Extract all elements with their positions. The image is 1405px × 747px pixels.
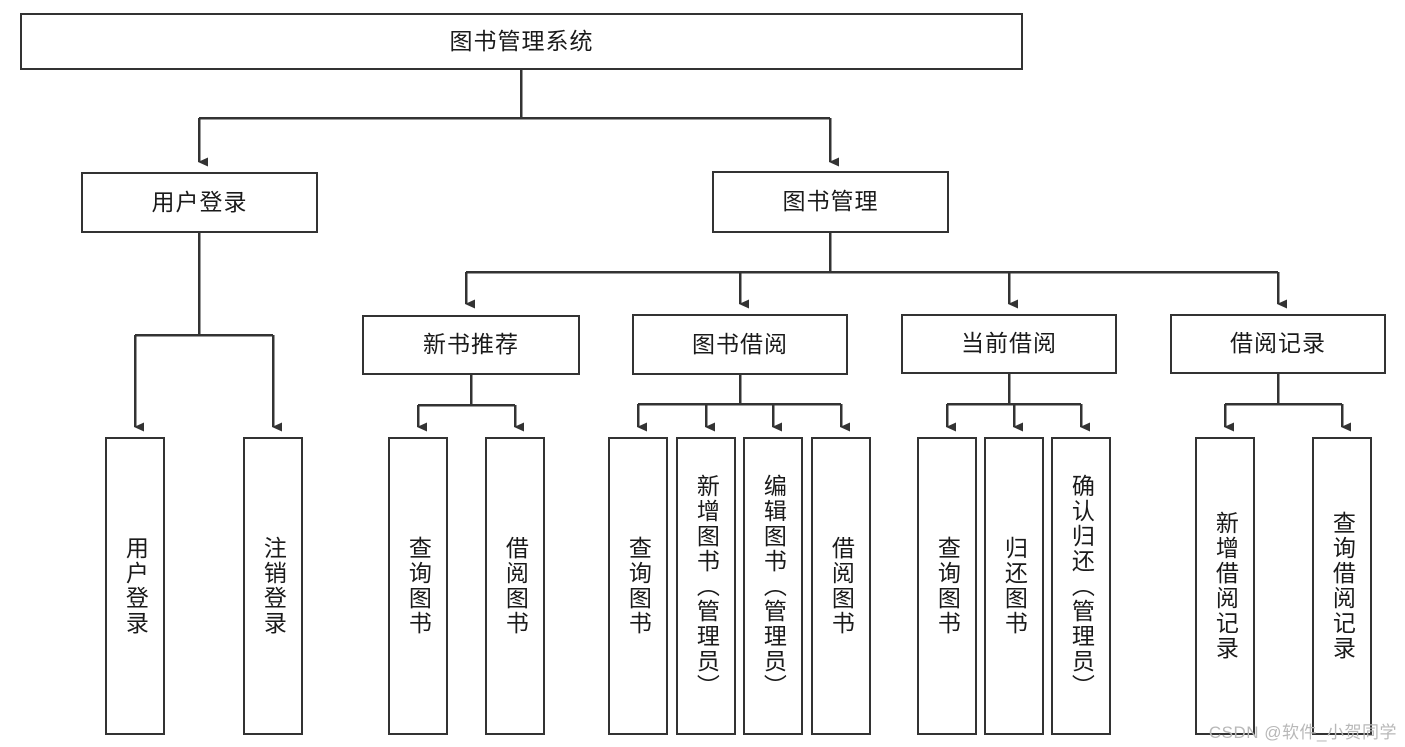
node-leaf-add-record[interactable]: 新增借阅记录: [1195, 437, 1255, 735]
node-leaf-edit-book[interactable]: 编辑图书（管理员）: [743, 437, 803, 735]
node-leaf-query-book-3-label: 查询图书: [934, 536, 961, 636]
node-leaf-confirm-return-label: 确认归还（管理员）: [1068, 473, 1095, 699]
watermark: CSDN @软件_小贺同学: [1208, 723, 1397, 742]
node-root[interactable]: 图书管理系统: [20, 13, 1023, 70]
node-user-login[interactable]: 用户登录: [81, 172, 318, 233]
node-leaf-add-record-label: 新增借阅记录: [1212, 511, 1239, 661]
node-borrow-record[interactable]: 借阅记录: [1170, 314, 1386, 374]
node-leaf-logout[interactable]: 注销登录: [243, 437, 303, 735]
node-leaf-query-book-1[interactable]: 查询图书: [388, 437, 448, 735]
node-leaf-confirm-return[interactable]: 确认归还（管理员）: [1051, 437, 1111, 735]
node-leaf-query-book-1-label: 查询图书: [405, 536, 432, 636]
node-leaf-user-login[interactable]: 用户登录: [105, 437, 165, 735]
node-leaf-query-book-2-label: 查询图书: [625, 536, 652, 636]
node-leaf-add-book-label: 新增图书（管理员）: [693, 473, 720, 699]
node-leaf-query-record-label: 查询借阅记录: [1329, 511, 1356, 661]
node-leaf-query-record[interactable]: 查询借阅记录: [1312, 437, 1372, 735]
node-leaf-add-book[interactable]: 新增图书（管理员）: [676, 437, 736, 735]
node-leaf-return-book-label: 归还图书: [1001, 536, 1028, 636]
node-leaf-logout-label: 注销登录: [260, 536, 287, 636]
node-current-borrow-label: 当前借阅: [961, 330, 1057, 357]
node-user-login-label: 用户登录: [151, 188, 248, 215]
node-root-label: 图书管理系统: [449, 27, 594, 54]
node-leaf-query-book-2[interactable]: 查询图书: [608, 437, 668, 735]
node-leaf-borrow-book-1-label: 借阅图书: [502, 536, 529, 636]
node-leaf-query-book-3[interactable]: 查询图书: [917, 437, 977, 735]
node-book-borrow[interactable]: 图书借阅: [632, 314, 848, 375]
node-new-book-recommend-label: 新书推荐: [423, 331, 519, 358]
node-leaf-return-book[interactable]: 归还图书: [984, 437, 1044, 735]
node-leaf-borrow-book-1[interactable]: 借阅图书: [485, 437, 545, 735]
node-book-borrow-label: 图书借阅: [692, 330, 788, 357]
node-leaf-borrow-book-2[interactable]: 借阅图书: [811, 437, 871, 735]
node-book-manage-label: 图书管理: [782, 188, 879, 215]
node-leaf-user-login-label: 用户登录: [122, 536, 149, 636]
node-leaf-borrow-book-2-label: 借阅图书: [828, 536, 855, 636]
node-new-book-recommend[interactable]: 新书推荐: [362, 315, 580, 375]
node-current-borrow[interactable]: 当前借阅: [901, 314, 1117, 374]
node-book-manage[interactable]: 图书管理: [712, 171, 949, 233]
node-borrow-record-label: 借阅记录: [1230, 330, 1326, 357]
node-leaf-edit-book-label: 编辑图书（管理员）: [760, 473, 787, 699]
